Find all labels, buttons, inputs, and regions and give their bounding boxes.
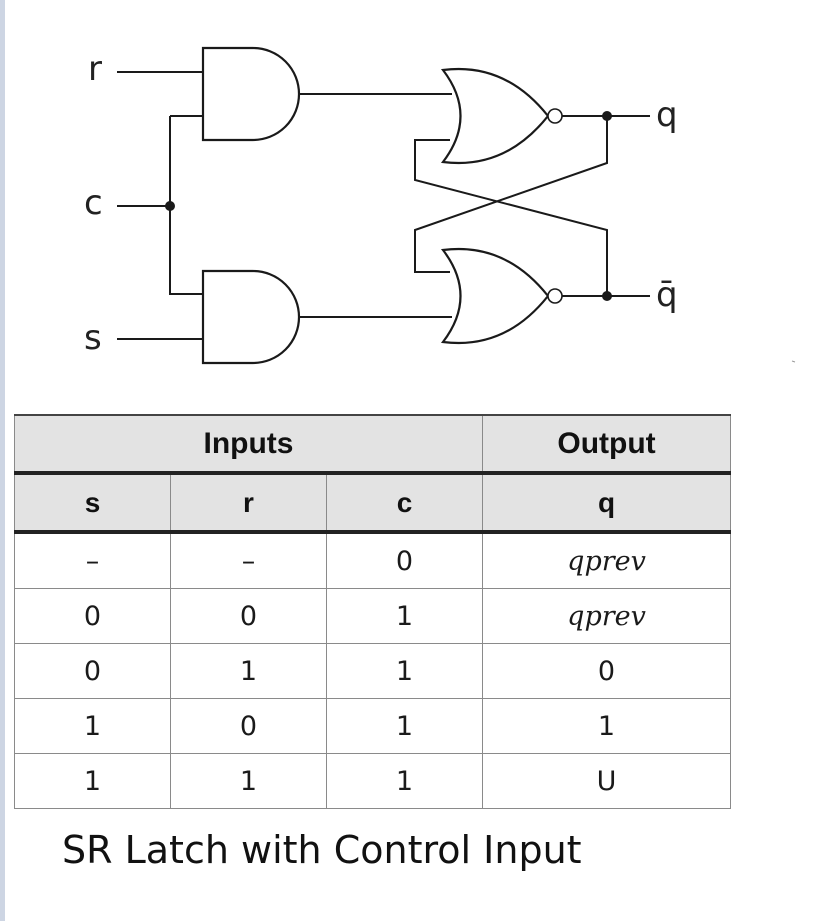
cell-r: 1	[170, 643, 327, 699]
cell-q: qprev	[482, 588, 732, 644]
cell-q: 1	[482, 698, 732, 754]
cell-s: 1	[14, 698, 171, 754]
table-row: 0 0 1 qprev	[14, 588, 732, 644]
signal-label-q: q	[656, 95, 678, 135]
header-output: Output	[482, 414, 732, 474]
cell-c: 0	[325, 531, 484, 589]
cell-s: –	[14, 531, 171, 589]
nor-gate-top	[440, 67, 550, 165]
nor-top-bubble	[547, 108, 563, 124]
cell-q: 0	[482, 643, 732, 699]
left-edge-bar	[0, 0, 5, 921]
wire-c-split	[169, 116, 203, 295]
junction-dot-c	[165, 201, 175, 211]
cell-q: qprev	[482, 531, 732, 589]
signal-label-c: c	[84, 183, 103, 223]
cell-c: 1	[325, 753, 484, 809]
nor-bottom-bubble	[547, 288, 563, 304]
cell-r: 0	[170, 588, 327, 644]
cell-s: 1	[14, 753, 171, 809]
signal-label-r: r	[88, 49, 102, 89]
column-header-r: r	[170, 471, 327, 534]
signal-label-s: s	[84, 318, 102, 358]
cell-q: U	[482, 753, 732, 809]
stray-mark	[791, 360, 796, 363]
cell-s: 0	[14, 588, 171, 644]
cell-c: 1	[325, 698, 484, 754]
column-header-s: s	[14, 471, 171, 534]
column-header-c: c	[325, 471, 484, 534]
header-inputs: Inputs	[13, 414, 484, 474]
and-gate-bottom	[201, 269, 301, 365]
table-row: 1 0 1 1	[14, 698, 732, 754]
nor-gate-bottom	[440, 247, 550, 345]
column-header-q: q	[482, 471, 732, 534]
table-column-header-row: s r c q	[14, 471, 732, 534]
cell-c: 1	[325, 588, 484, 644]
cell-r: 1	[170, 753, 327, 809]
table-row: – – 0 qprev	[14, 531, 732, 589]
wire-feedback-q-to-bottom-nor	[414, 116, 608, 273]
cell-r: –	[170, 531, 327, 589]
table-group-header-row: Inputs Output	[13, 414, 732, 474]
and-gate-top	[201, 46, 301, 142]
table-row: 0 1 1 0	[14, 643, 732, 699]
figure-caption: SR Latch with Control Input	[62, 828, 582, 872]
cell-c: 1	[325, 643, 484, 699]
signal-label-q-bar: q̄	[656, 275, 678, 315]
sr-latch-circuit: r c s q q̄	[84, 46, 796, 365]
table-row: 1 1 1 U	[14, 753, 732, 809]
truth-table: Inputs Output s r c q – – 0 qprev 0 0 1 …	[13, 414, 732, 809]
cell-s: 0	[14, 643, 171, 699]
cell-r: 0	[170, 698, 327, 754]
wire-feedback-q-bar-to-top-nor	[414, 139, 608, 296]
